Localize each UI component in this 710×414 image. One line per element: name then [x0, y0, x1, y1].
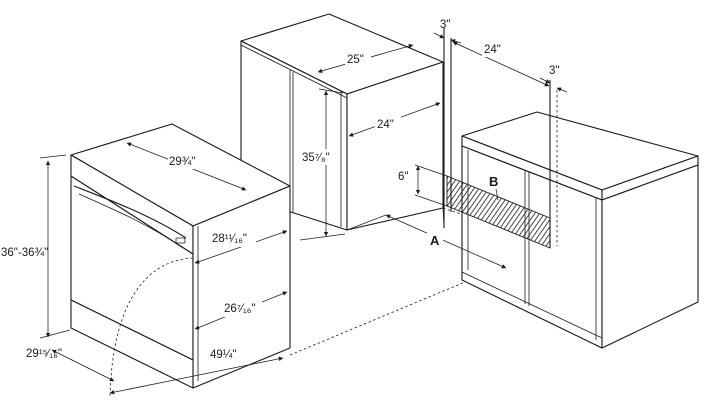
opening-depth-label: 24"	[377, 119, 394, 131]
toe-kick-height-label: 6"	[398, 171, 408, 183]
top-width-label: 29¾"	[169, 156, 195, 168]
front-height-lower-label: 26⁷⁄₁₆"	[224, 303, 255, 315]
right-side-cabinet	[461, 111, 699, 349]
dishwasher-depth-label: 29¹⁵⁄₁₆"	[26, 348, 62, 360]
right-cabinet-side	[601, 164, 699, 349]
right-cabinet-depth-label: 24"	[484, 44, 501, 56]
gap-left-label: 3"	[440, 19, 450, 31]
front-height-upper-label: 28¹¹⁄₁₆"	[212, 233, 247, 245]
opening-width-label: 25"	[347, 54, 364, 66]
dimension-labels: 36"-36¾" 29¹⁵⁄₁₆" 49¼" 29¾" 28¹¹⁄₁₆" 26⁷…	[1, 19, 559, 361]
cabinet-height-label: 36"-36¾"	[1, 247, 48, 259]
opening-height-label: 35⁷⁄₈"	[302, 152, 330, 164]
handle-cap-icon	[175, 237, 186, 244]
label-b: B	[489, 174, 498, 189]
dishwasher-toe-kick	[70, 299, 194, 389]
gap-right-label: 3"	[549, 65, 559, 77]
dishwasher-handle	[73, 185, 187, 239]
door-open-depth-label: 49¼"	[210, 349, 236, 361]
label-a: A	[430, 233, 440, 248]
